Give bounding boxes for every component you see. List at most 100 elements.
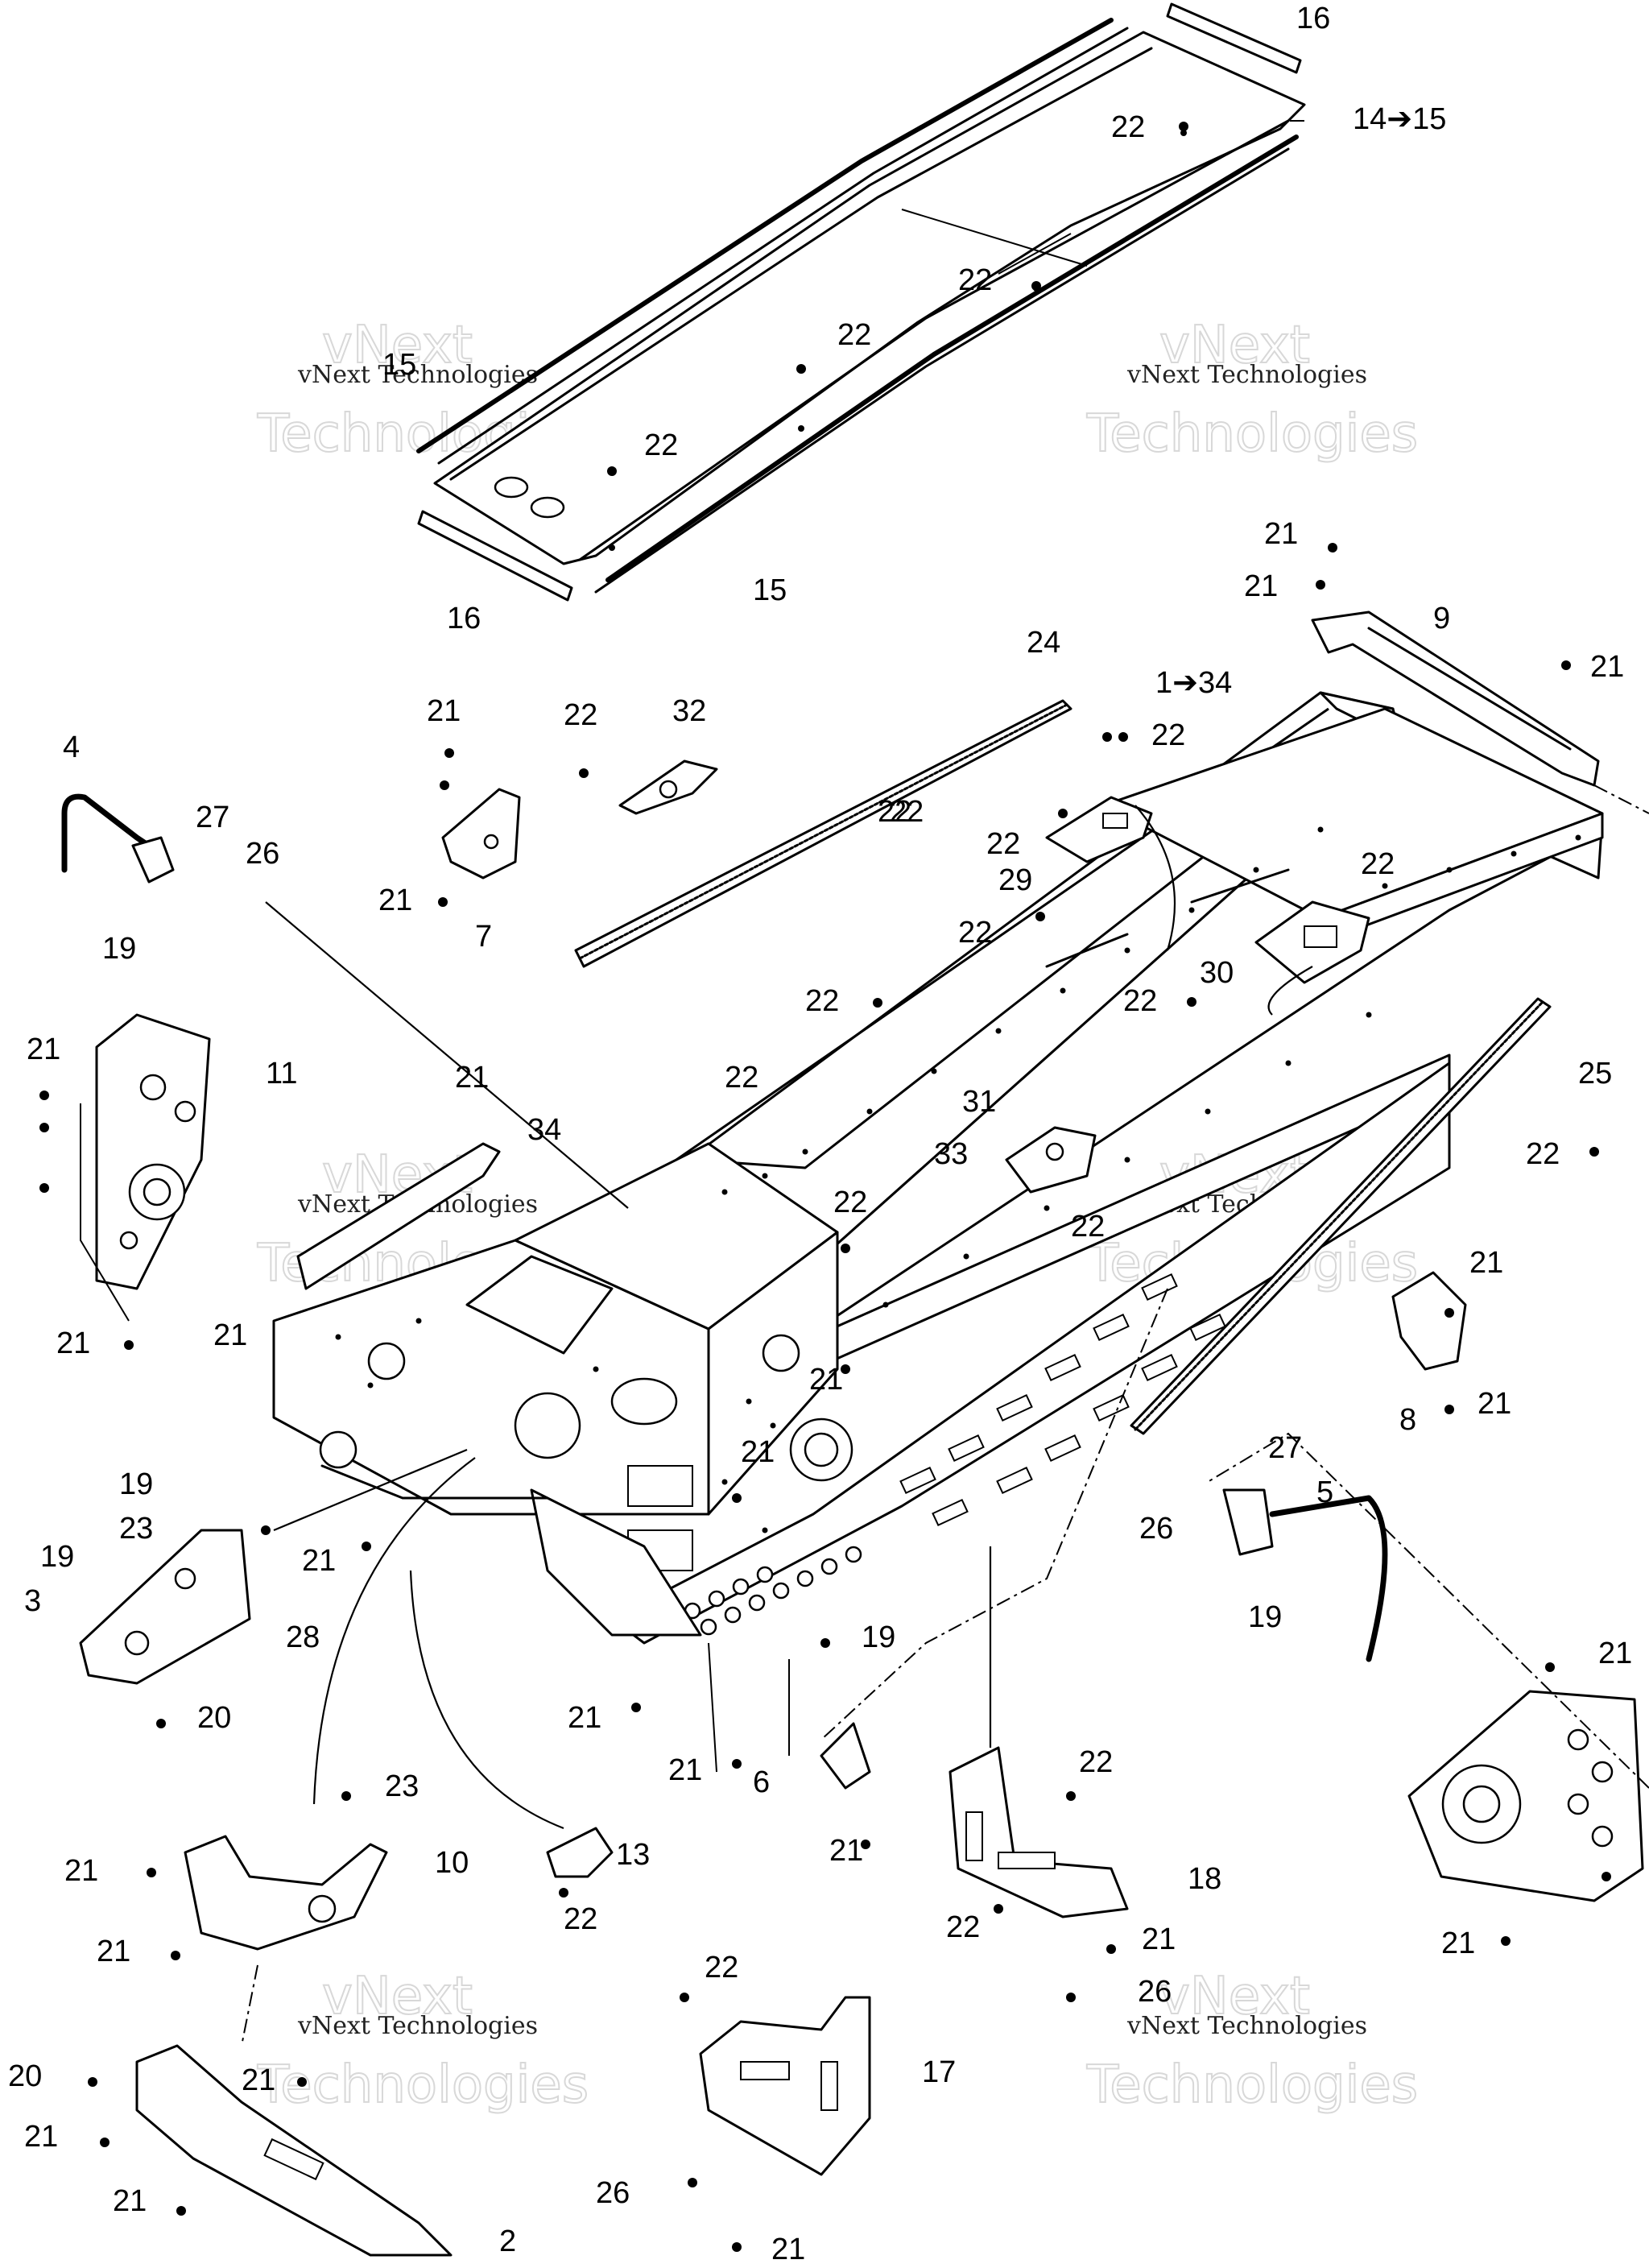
watermark-caption: vNext Technologies <box>297 2012 538 2040</box>
callout-21: 21 <box>771 2233 805 2266</box>
watermark-top-right: vNext Technologies vNext Technologies <box>1085 315 1419 465</box>
callout-26: 26 <box>596 2176 630 2210</box>
callout-22: 22 <box>1079 1745 1113 1779</box>
plate-34 <box>296 1142 501 1290</box>
callout-17: 17 <box>922 2055 956 2089</box>
callout-22: 22 <box>833 1186 867 1219</box>
callout-19: 19 <box>1248 1600 1282 1634</box>
bracket-2 <box>135 2044 453 2257</box>
bracket-18 <box>948 1746 1129 1918</box>
main-tunnel-frame <box>272 691 1604 1645</box>
callout-21: 21 <box>741 1435 775 1469</box>
callout-21: 21 <box>97 1935 130 1968</box>
callout-13: 13 <box>616 1838 650 1872</box>
callout-21: 21 <box>1142 1922 1176 1956</box>
side-plate-right <box>1407 1690 1644 1902</box>
bracket-17 <box>699 1996 871 2176</box>
watermark-brand-line1: vNext <box>1159 1967 1310 2026</box>
callout-1-34: 1➔34 <box>1155 666 1232 700</box>
side-plate-11 <box>95 1013 211 1290</box>
callout-22: 22 <box>958 263 992 297</box>
callout-22: 22 <box>725 1061 758 1095</box>
callout-7: 7 <box>475 920 492 954</box>
callout-22: 22 <box>986 827 1020 861</box>
callout-10: 10 <box>435 1846 469 1880</box>
bracket-3 <box>79 1529 251 1685</box>
callout-22: 22 <box>890 795 924 829</box>
callout-16-bottom: 16 <box>447 602 481 635</box>
callout-16-top: 16 <box>1296 2 1330 35</box>
callout-labels: 16 14➔15 22 22 22 15 22 16 15 21 21 9 21… <box>8 2 1632 2266</box>
bracket-29 <box>1045 796 1153 863</box>
bracket-31-33 <box>1005 1126 1097 1194</box>
callout-21: 21 <box>829 1834 863 1868</box>
callout-22: 22 <box>837 318 871 352</box>
callout-9: 9 <box>1433 602 1450 635</box>
bracket-32 <box>618 759 718 815</box>
callout-21: 21 <box>1469 1246 1503 1280</box>
handle-5 <box>1222 1488 1388 1662</box>
callout-21: 21 <box>809 1363 843 1397</box>
callout-22: 22 <box>958 916 992 950</box>
bracket-9 <box>1311 610 1600 787</box>
callout-31: 31 <box>962 1085 996 1119</box>
callout-20: 20 <box>8 2059 42 2093</box>
bracket-8 <box>1391 1271 1467 1371</box>
callout-21: 21 <box>1590 650 1624 684</box>
callout-27: 27 <box>1268 1431 1302 1465</box>
callout-19: 19 <box>119 1467 153 1501</box>
callout-21: 21 <box>455 1061 489 1095</box>
callout-28: 28 <box>286 1620 320 1654</box>
callout-21: 21 <box>1598 1637 1632 1670</box>
callout-20: 20 <box>197 1701 231 1735</box>
callout-18: 18 <box>1188 1862 1221 1896</box>
watermark-brand-line2: Technologies <box>1086 2055 1418 2115</box>
watermark-caption: vNext Technologies <box>1126 2012 1367 2040</box>
frame-rivets <box>335 826 1581 1533</box>
callout-21: 21 <box>27 1033 60 1066</box>
callout-6: 6 <box>753 1765 770 1799</box>
callout-15-bottom: 15 <box>753 573 787 607</box>
watermark-brand-line2: Technologies <box>257 2055 589 2115</box>
top-tunnel-panel <box>416 2 1306 602</box>
bracket-7 <box>441 788 521 879</box>
callout-22: 22 <box>1151 718 1185 752</box>
callout-21: 21 <box>427 694 461 728</box>
watermark-brand-line1: vNext <box>322 1967 473 2026</box>
callout-21: 21 <box>24 2120 58 2154</box>
callout-21: 21 <box>568 1701 601 1735</box>
callout-21: 21 <box>1441 1927 1475 1960</box>
callout-21: 21 <box>242 2063 275 2097</box>
callout-21: 21 <box>64 1854 98 1888</box>
callout-22: 22 <box>946 1910 980 1944</box>
callout-21: 21 <box>1477 1387 1511 1421</box>
bracket-10 <box>184 1835 388 1951</box>
callout-22: 22 <box>1071 1210 1105 1244</box>
callout-11: 11 <box>266 1057 297 1091</box>
callout-19: 19 <box>862 1620 895 1654</box>
watermark-brand-line1: vNext <box>1159 316 1310 375</box>
watermark-bottom-right: vNext Technologies vNext Technologies <box>1085 1966 1419 2116</box>
callout-23: 23 <box>385 1769 419 1803</box>
callout-2: 2 <box>499 2225 516 2258</box>
callout-22: 22 <box>1361 847 1395 881</box>
callout-25: 25 <box>1578 1057 1612 1091</box>
callout-29: 29 <box>998 863 1032 897</box>
callout-19: 19 <box>102 932 136 966</box>
callout-23: 23 <box>119 1512 153 1546</box>
callout-19: 19 <box>40 1540 74 1574</box>
callout-34: 34 <box>527 1113 561 1147</box>
callout-24: 24 <box>1027 626 1060 660</box>
callout-5: 5 <box>1316 1475 1333 1509</box>
callout-22: 22 <box>644 428 678 462</box>
callout-33: 33 <box>934 1137 968 1171</box>
callout-22: 22 <box>1123 984 1157 1018</box>
callout-4: 4 <box>63 730 80 764</box>
callout-22: 22 <box>805 984 839 1018</box>
callout-26: 26 <box>1139 1512 1173 1546</box>
callout-14-15: 14➔15 <box>1353 102 1446 136</box>
bracket-13 <box>546 1827 614 1878</box>
callout-21: 21 <box>378 884 412 917</box>
callout-26: 26 <box>246 837 279 871</box>
